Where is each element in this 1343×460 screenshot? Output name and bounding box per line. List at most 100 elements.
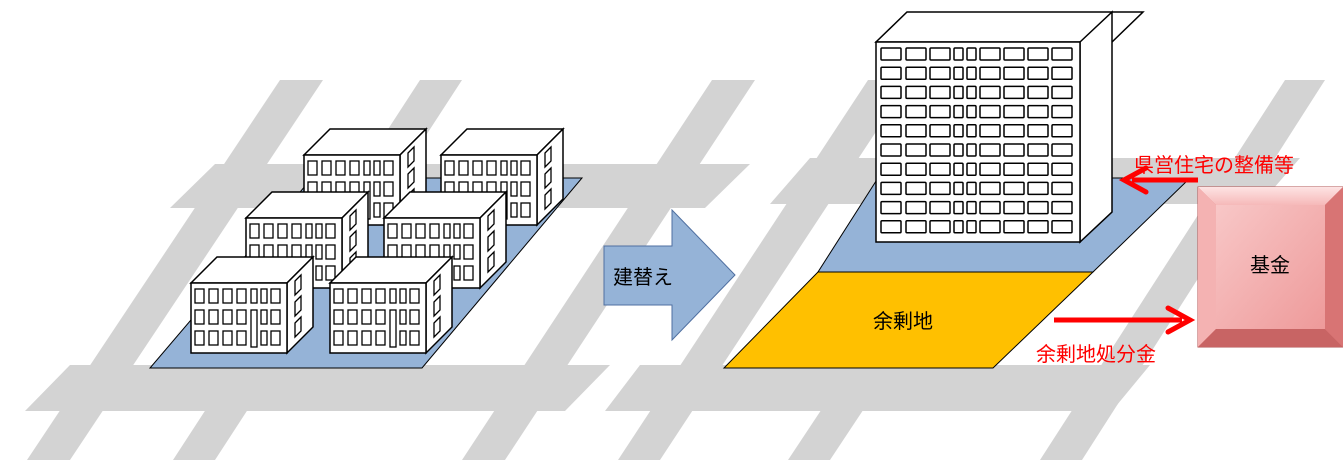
surplus-land-label: 余剰地	[873, 309, 933, 333]
tower-window	[905, 66, 927, 80]
window	[321, 160, 332, 176]
tower-window	[1003, 220, 1025, 234]
tower-window	[1051, 124, 1073, 138]
tower-window	[880, 143, 902, 157]
tower-window	[1027, 66, 1049, 80]
tower-window	[905, 162, 927, 176]
window	[349, 160, 360, 176]
window	[387, 223, 398, 239]
side-window	[487, 229, 495, 253]
tower-window	[1051, 181, 1073, 196]
window	[375, 309, 386, 325]
side-window	[433, 294, 441, 318]
stair-window	[250, 309, 258, 348]
tower-window	[929, 85, 951, 100]
tower-window	[1027, 162, 1049, 176]
tower-window	[1051, 162, 1073, 176]
window	[236, 330, 247, 346]
side-window	[544, 187, 552, 211]
tower-window	[1027, 85, 1049, 100]
window	[333, 309, 344, 325]
window	[383, 181, 394, 197]
side-window	[349, 229, 357, 253]
window	[270, 330, 281, 346]
side-window	[544, 145, 552, 169]
tower-window	[880, 181, 902, 196]
tower-window	[929, 143, 951, 157]
side-window	[433, 273, 441, 297]
window	[277, 223, 288, 239]
tower-window	[1003, 181, 1025, 196]
window	[222, 330, 233, 346]
tower-window	[880, 85, 902, 100]
tower-window	[953, 47, 964, 61]
window	[472, 160, 483, 176]
tower-window	[880, 124, 902, 138]
tower-window	[1003, 162, 1025, 176]
tower-window	[929, 220, 951, 234]
side-window	[487, 250, 495, 274]
tower-window	[905, 124, 927, 138]
high-rise-building	[874, 10, 1145, 244]
side-window	[407, 145, 415, 169]
upper-flow-arrow	[1118, 165, 1198, 195]
window	[208, 309, 219, 325]
window	[315, 265, 323, 281]
tower-window	[929, 47, 951, 61]
window	[333, 288, 344, 304]
tower-window	[979, 143, 1001, 157]
window	[291, 223, 302, 239]
window	[263, 223, 274, 239]
window	[373, 160, 381, 176]
window	[270, 288, 281, 304]
low-rise-buildings	[189, 127, 565, 355]
tower-windows	[880, 47, 1073, 234]
window	[458, 160, 469, 176]
tower-window	[1027, 181, 1049, 196]
tower-window	[905, 200, 927, 215]
window	[409, 330, 420, 346]
tower-window	[929, 104, 951, 119]
tower-window	[1003, 200, 1025, 215]
tower-window	[905, 143, 927, 157]
window	[510, 181, 518, 197]
window	[270, 309, 281, 325]
window	[429, 223, 440, 239]
window	[347, 330, 358, 346]
window	[486, 160, 497, 176]
tower-window	[929, 66, 951, 80]
tower-window	[1051, 200, 1073, 215]
window	[347, 309, 358, 325]
side-window	[487, 208, 495, 232]
window	[373, 181, 381, 197]
tower-window	[1003, 66, 1025, 80]
tower-window	[905, 47, 927, 61]
tower-window	[953, 220, 964, 234]
window	[335, 160, 346, 176]
lower-flow-arrow	[1054, 305, 1196, 335]
tower-window	[1003, 124, 1025, 138]
window	[510, 160, 518, 176]
tower-window	[929, 124, 951, 138]
tower-window	[966, 104, 977, 119]
window	[375, 288, 386, 304]
tower-window	[966, 66, 977, 80]
tower-window	[953, 200, 964, 215]
fund-box: 基金	[1197, 186, 1343, 348]
tower-window	[929, 200, 951, 215]
window	[409, 309, 420, 325]
transition-arrow: 建替え	[603, 208, 736, 342]
window	[399, 330, 407, 346]
upper-flow-label: 県営住宅の整備等	[1134, 153, 1294, 177]
window	[236, 288, 247, 304]
window	[453, 244, 461, 260]
stair-window	[389, 309, 397, 348]
window	[315, 244, 323, 260]
window	[520, 181, 531, 197]
window	[194, 288, 205, 304]
tower-window	[1051, 104, 1073, 119]
window	[361, 309, 372, 325]
tower-window	[979, 104, 1001, 119]
window	[194, 330, 205, 346]
window	[236, 309, 247, 325]
